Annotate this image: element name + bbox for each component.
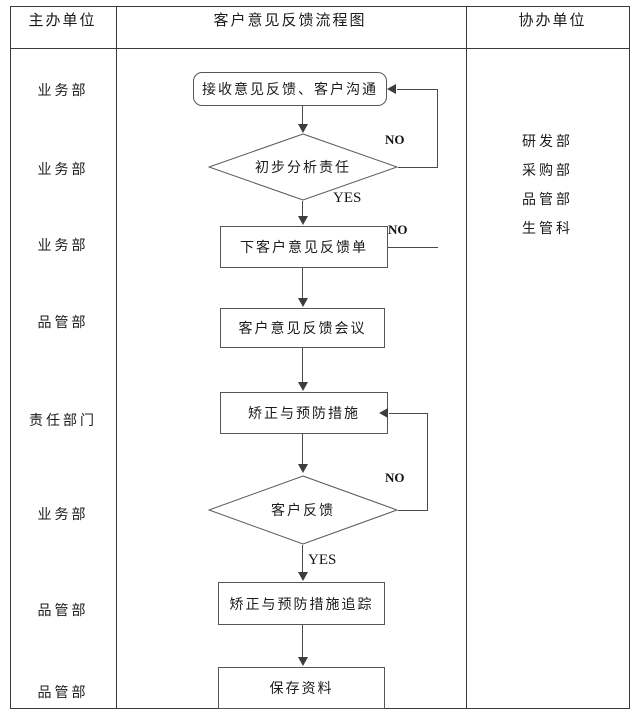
left-col-label-4: 品管部: [37, 316, 89, 331]
diamond-label-2: 客户反馈: [271, 504, 335, 519]
connector-n3-n4: [302, 268, 303, 300]
diamond-shape-1: [208, 133, 398, 201]
connector-no2-horizontal: [388, 247, 438, 248]
connector-no3-return: [389, 413, 428, 414]
connector-n5-n6: [302, 434, 303, 466]
connector-n7-n8: [302, 625, 303, 659]
flow-node-issue-feedback-form[interactable]: 下客户意见反馈单: [220, 226, 388, 268]
flow-node-archive-records[interactable]: 保存资料: [218, 667, 385, 709]
arrowhead-n3-n4: [298, 298, 308, 307]
arrowhead-n4-n5: [298, 382, 308, 391]
right-col-label-2: 采购部: [522, 164, 573, 179]
left-col-label-1: 业务部: [37, 84, 89, 99]
flow-node-analyze-responsibility[interactable]: 初步分析责任: [208, 133, 398, 201]
left-col-label-5: 责任部门: [29, 414, 97, 429]
flow-node-feedback-meeting[interactable]: 客户意见反馈会议: [220, 308, 385, 348]
right-col-label-1: 研发部: [522, 135, 573, 150]
right-col-label-3: 品管部: [522, 193, 573, 208]
connector-no1-vertical: [437, 89, 438, 168]
arrowhead-n5-n6: [298, 464, 308, 473]
header-divider: [11, 48, 629, 49]
left-col-label-7: 品管部: [37, 604, 89, 619]
arrowhead-n6-n7: [298, 572, 308, 581]
flow-node-action-tracking[interactable]: 矫正与预防措施追踪: [218, 582, 385, 625]
header-left-title: 主办单位: [28, 13, 97, 29]
left-col-label-2: 业务部: [37, 163, 89, 178]
arrowhead-n1-n2: [298, 124, 308, 133]
connector-n2-n3: [302, 201, 303, 218]
connector-n6-n7: [302, 545, 303, 574]
arrowhead-n2-n3: [298, 216, 308, 225]
arrowhead-no3-return: [379, 408, 388, 418]
arrowhead-n7-n8: [298, 657, 308, 666]
diamond-shape-2: [208, 475, 398, 545]
column-divider-left: [116, 7, 117, 708]
header-center-title: 客户意见反馈流程图: [213, 13, 367, 29]
right-col-label-4: 生管科: [522, 222, 573, 237]
column-divider-right: [466, 7, 467, 708]
edge-label-yes-2: YES: [308, 552, 337, 568]
arrowhead-no1-return: [387, 84, 396, 94]
connector-n4-n5: [302, 348, 303, 384]
flow-node-receive-feedback[interactable]: 接收意见反馈、客户沟通: [193, 72, 387, 106]
connector-no3-vertical: [427, 413, 428, 511]
left-col-label-8: 品管部: [37, 686, 89, 701]
edge-label-no-3: NO: [385, 470, 405, 485]
flow-node-customer-feedback-check[interactable]: 客户反馈: [208, 475, 398, 545]
connector-n1-n2: [302, 106, 303, 126]
header-right-title: 协办单位: [518, 13, 587, 29]
edge-label-yes-1: YES: [333, 190, 362, 206]
edge-label-no-1: NO: [385, 132, 405, 147]
connector-no1-horizontal: [398, 167, 437, 168]
connector-no3-horizontal: [398, 510, 427, 511]
diamond-label-1: 初步分析责任: [255, 161, 351, 176]
connector-no1-return: [397, 89, 438, 90]
edge-label-no-2: NO: [388, 222, 408, 237]
left-col-label-3: 业务部: [37, 239, 89, 254]
flow-node-corrective-preventive-action[interactable]: 矫正与预防措施: [220, 392, 388, 434]
left-col-label-6: 业务部: [37, 508, 89, 523]
